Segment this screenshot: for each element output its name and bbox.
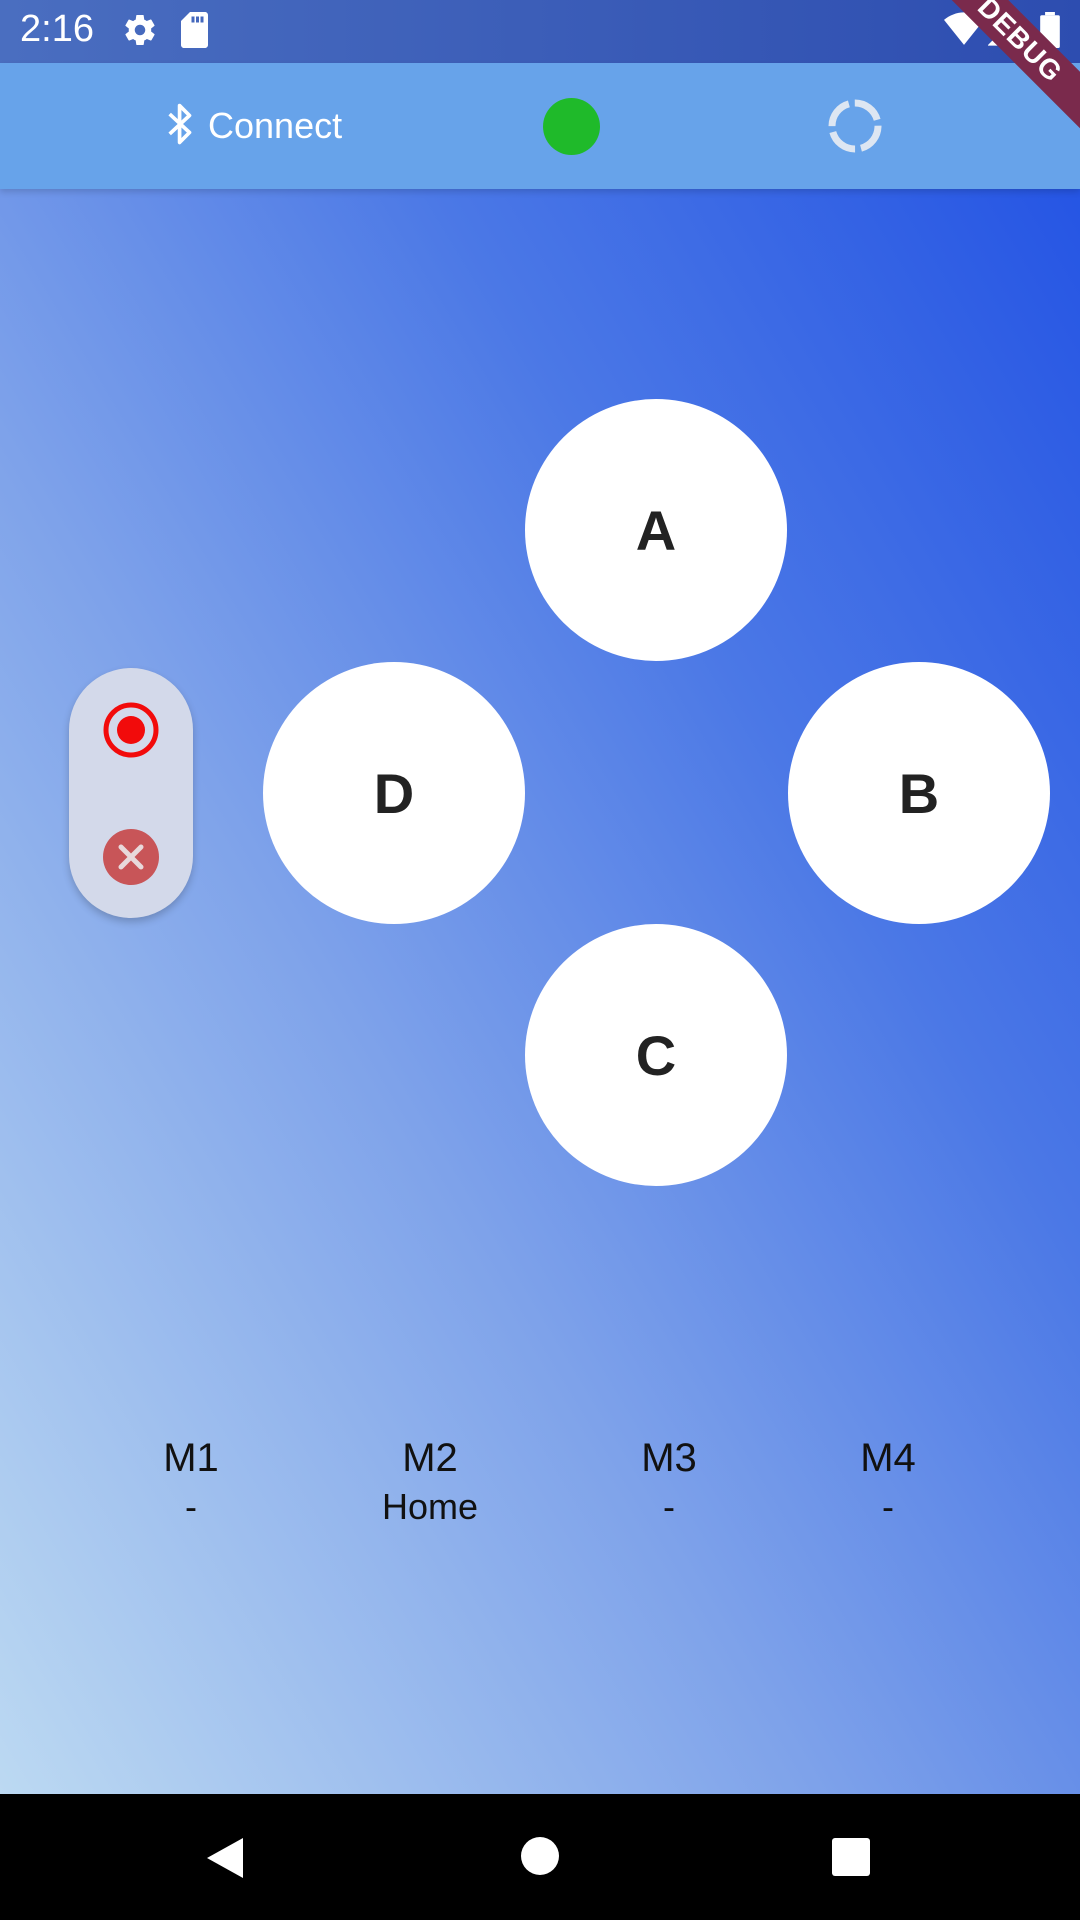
bluetooth-icon — [164, 101, 198, 152]
memory-slot-m4[interactable]: M4 - — [808, 1432, 968, 1530]
status-time: 2:16 — [20, 8, 94, 50]
memory-slot-name: M4 — [860, 1436, 916, 1480]
button-b[interactable]: B — [788, 662, 1050, 924]
loading-spinner-icon — [826, 97, 884, 155]
memory-slot-value: Home — [381, 1486, 479, 1527]
connect-button[interactable]: Connect — [164, 91, 342, 161]
recents-icon — [832, 1838, 870, 1876]
button-a[interactable]: A — [525, 399, 787, 661]
memory-slot-m1[interactable]: M1 - — [111, 1432, 271, 1530]
memory-slot-m2[interactable]: M2 Home — [350, 1432, 510, 1530]
memory-slot-name: M3 — [641, 1436, 697, 1480]
app-bar: Connect — [0, 63, 1080, 189]
memory-slot-name: M2 — [402, 1436, 458, 1480]
record-icon — [103, 702, 159, 758]
sd-card-icon — [180, 12, 212, 53]
navigation-bar — [0, 1794, 1080, 1920]
status-bar: 2:16 — [0, 0, 1080, 63]
connection-status-indicator — [543, 98, 600, 155]
app-background: 2:16 Connect — [0, 0, 1080, 1794]
home-icon — [521, 1837, 559, 1875]
memory-slot-m3[interactable]: M3 - — [589, 1432, 749, 1530]
connect-label: Connect — [208, 105, 343, 146]
close-icon — [118, 844, 144, 870]
memory-slot-value: - — [185, 1486, 197, 1527]
recording-control-panel — [69, 668, 193, 918]
home-button[interactable] — [520, 1836, 560, 1881]
back-button[interactable] — [205, 1836, 245, 1885]
record-button[interactable] — [102, 701, 160, 759]
memory-slot-value: - — [663, 1486, 675, 1527]
button-c[interactable]: C — [525, 924, 787, 1186]
button-d[interactable]: D — [263, 662, 525, 924]
back-icon — [207, 1838, 243, 1878]
gear-icon — [122, 12, 158, 53]
cancel-button[interactable] — [103, 829, 159, 885]
memory-slot-value: - — [882, 1486, 894, 1527]
recents-button[interactable] — [832, 1838, 870, 1881]
memory-slot-name: M1 — [163, 1436, 219, 1480]
